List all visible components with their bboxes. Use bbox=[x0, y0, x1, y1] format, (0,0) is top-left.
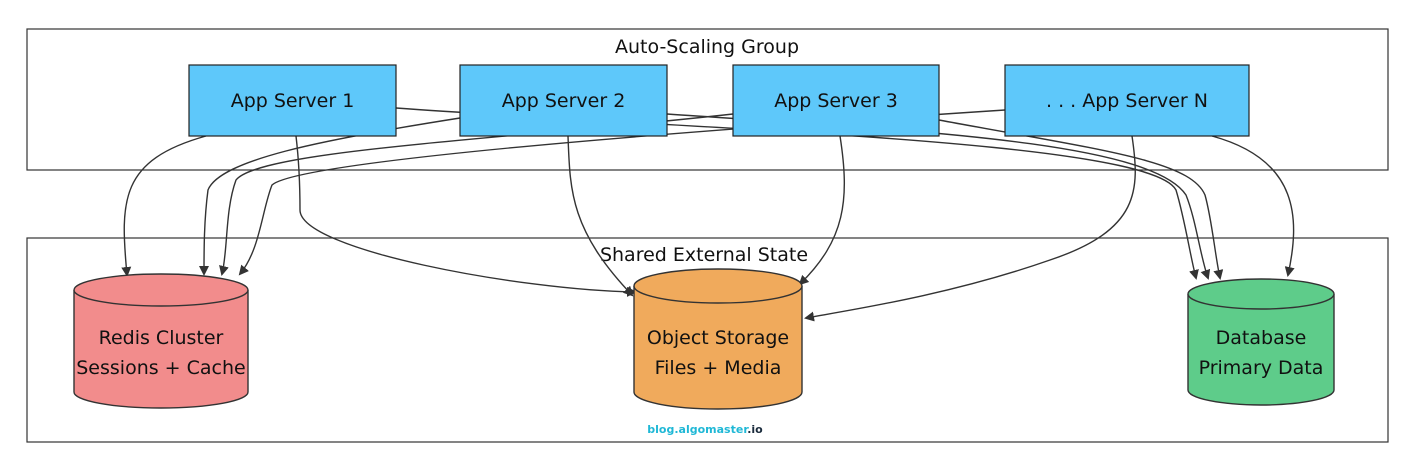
app-server-n-label: . . . App Server N bbox=[1046, 90, 1208, 112]
object-cylinder-body[interactable] bbox=[633, 286, 803, 410]
edge-appN-db bbox=[1211, 135, 1295, 277]
redis-cylinder-body[interactable] bbox=[73, 290, 249, 409]
watermark: blog.algomaster.io bbox=[647, 423, 763, 436]
redis-label-line2: Sessions + Cache bbox=[76, 357, 245, 379]
app-server-2-box[interactable] bbox=[459, 64, 668, 137]
redis-cluster-store[interactable]: Redis Cluster Sessions + Cache bbox=[73, 273, 249, 409]
app-server-2[interactable]: App Server 2 bbox=[459, 64, 668, 137]
object-label-line2: Files + Media bbox=[655, 357, 782, 379]
app-server-1-box[interactable] bbox=[188, 64, 397, 137]
app-server-3[interactable]: App Server 3 bbox=[732, 64, 940, 137]
edge-app1-object bbox=[295, 135, 637, 297]
db-label-line2: Primary Data bbox=[1199, 357, 1324, 379]
redis-label-line1: Redis Cluster bbox=[99, 327, 224, 349]
database-store[interactable]: Database Primary Data bbox=[1187, 278, 1335, 406]
watermark-part1: blog. bbox=[647, 423, 678, 436]
edge-app3-db bbox=[938, 119, 1224, 280]
app-server-2-label: App Server 2 bbox=[502, 90, 626, 112]
app-servers: App Server 1 App Server 2 App Server 3 .… bbox=[188, 64, 1250, 137]
watermark-part2: algomaster bbox=[679, 423, 750, 436]
object-cylinder-top bbox=[633, 268, 803, 304]
db-cylinder-body[interactable] bbox=[1187, 294, 1335, 406]
app-server-n-box[interactable] bbox=[1004, 64, 1250, 137]
app-server-3-box[interactable] bbox=[732, 64, 940, 137]
object-label-line1: Object Storage bbox=[647, 327, 789, 349]
edge-app2-object bbox=[567, 135, 634, 297]
edge-app1-redis bbox=[121, 135, 207, 277]
db-label-line1: Database bbox=[1216, 327, 1307, 349]
app-server-1-label: App Server 1 bbox=[231, 90, 355, 112]
edge-app3-object bbox=[798, 135, 845, 286]
app-server-1[interactable]: App Server 1 bbox=[188, 64, 397, 137]
edge-appN-object bbox=[804, 135, 1136, 322]
shared-state-group-label: Shared External State bbox=[600, 244, 808, 266]
autoscaling-group-label: Auto-Scaling Group bbox=[615, 36, 799, 58]
db-cylinder-top bbox=[1187, 278, 1335, 310]
object-storage-store[interactable]: Object Storage Files + Media bbox=[633, 268, 803, 410]
app-server-3-label: App Server 3 bbox=[774, 90, 898, 112]
watermark-part3: .io bbox=[747, 423, 763, 436]
redis-cylinder-top bbox=[73, 273, 249, 307]
app-server-n[interactable]: . . . App Server N bbox=[1004, 64, 1250, 137]
